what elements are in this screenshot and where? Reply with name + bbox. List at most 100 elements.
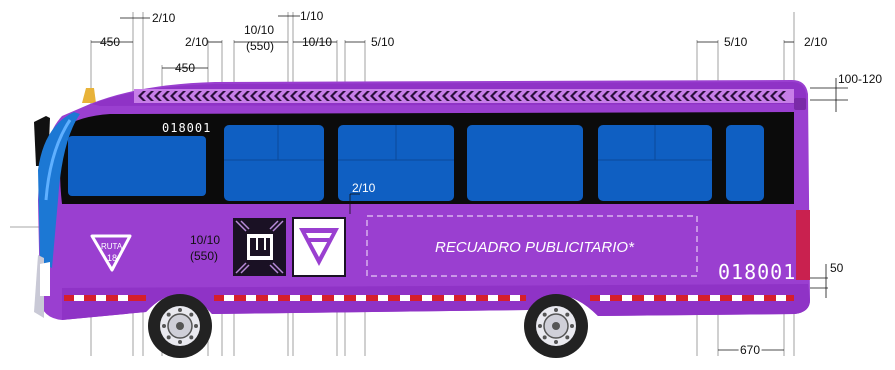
chevron: [346, 91, 354, 101]
top-dimension-lines: [91, 15, 794, 69]
chevron: [354, 91, 362, 101]
chevron: [578, 91, 586, 101]
dim-top-2-10: 2/10: [152, 11, 176, 25]
stripe-white: [422, 295, 432, 301]
ad-box-label: RECUADRO PUBLICITARIO*: [435, 239, 635, 256]
stripe-white: [732, 295, 742, 301]
stripe-white: [246, 295, 256, 301]
ad-box: [366, 215, 698, 277]
chevron: [482, 91, 490, 101]
dim-450-inner: 450: [175, 61, 195, 75]
chevron: [338, 91, 346, 101]
chevron: [266, 91, 274, 101]
windshield-highlight: [44, 119, 72, 201]
stripe-white: [466, 295, 476, 301]
chevron: [258, 91, 266, 101]
wheel-lugs: [162, 308, 574, 344]
fleet-number: 018001: [718, 260, 796, 284]
chevron: [706, 91, 714, 101]
chevron: [434, 91, 442, 101]
chevron: [522, 91, 530, 101]
chevron: [474, 91, 482, 101]
stripe-white: [600, 295, 610, 301]
chevron: [274, 91, 282, 101]
dim-logo-550: (550): [190, 249, 218, 263]
chevron: [682, 91, 690, 101]
lug-nut: [178, 308, 182, 312]
rear-light: [796, 210, 810, 280]
chevron: [690, 91, 698, 101]
chevron: [562, 91, 570, 101]
window-2: [338, 125, 454, 201]
lug-nut: [189, 312, 194, 317]
roof-beacon: [82, 88, 96, 103]
chevron: [418, 91, 426, 101]
chevron: [570, 91, 578, 101]
chevron: [314, 91, 322, 101]
chevron: [442, 91, 450, 101]
chevron: [298, 91, 306, 101]
chevron: [650, 91, 658, 101]
dim-rear-50: 50: [830, 261, 844, 275]
lug-nut: [542, 312, 547, 317]
dim-window-2-10: 2/10: [352, 181, 376, 195]
chevron: [402, 91, 410, 101]
window-driver: [68, 136, 206, 196]
chevron: [762, 91, 770, 101]
front-light: [40, 262, 50, 296]
chevron: [626, 91, 634, 101]
chevron: [386, 91, 394, 101]
chevron: [370, 91, 378, 101]
dim-2-10-a: 2/10: [185, 35, 209, 49]
chevron: [546, 91, 554, 101]
chevron: [674, 91, 682, 101]
stripe-white: [290, 295, 300, 301]
chevron: [754, 91, 762, 101]
stripe-white: [356, 295, 366, 301]
bus: 018001 RECUADRO PUBLICITARIO* RUTA 18 10…: [34, 80, 810, 358]
windshield: [38, 112, 80, 268]
chevron: [394, 91, 402, 101]
chevron: [770, 91, 778, 101]
lug-nut: [166, 312, 171, 317]
route-badge: RUTA 18: [90, 234, 132, 272]
lug-nut: [178, 340, 182, 344]
lug-nut: [162, 324, 166, 328]
chevron: [194, 91, 202, 101]
chevron: [202, 91, 210, 101]
chevron: [378, 91, 386, 101]
stripe-white: [776, 295, 786, 301]
rear-marker: [794, 98, 806, 110]
chevron: [218, 91, 226, 101]
chevron: [290, 91, 298, 101]
chevron: [234, 91, 242, 101]
stripe-white: [510, 295, 520, 301]
chevron: [530, 91, 538, 101]
chevron-band: [134, 89, 794, 103]
chevron: [610, 91, 618, 101]
lug-nut: [538, 324, 542, 328]
chevron: [658, 91, 666, 101]
metro-logo: [233, 218, 286, 276]
chevron: [586, 91, 594, 101]
stripe-white: [334, 295, 344, 301]
chevron: [714, 91, 722, 101]
stripe-red: [214, 295, 526, 301]
chevron: [146, 91, 154, 101]
chevron: [634, 91, 642, 101]
chevron: [426, 91, 434, 101]
stripe-white: [268, 295, 278, 301]
chevron: [698, 91, 706, 101]
chevron: [282, 91, 290, 101]
stripe-white: [96, 295, 106, 301]
chevron: [250, 91, 258, 101]
lug-nut: [542, 335, 547, 340]
chevron: [138, 91, 146, 101]
chevron: [322, 91, 330, 101]
chevron: [242, 91, 250, 101]
chevron: [178, 91, 186, 101]
chevron: [210, 91, 218, 101]
chevron: [330, 91, 338, 101]
lug-nut: [189, 335, 194, 340]
